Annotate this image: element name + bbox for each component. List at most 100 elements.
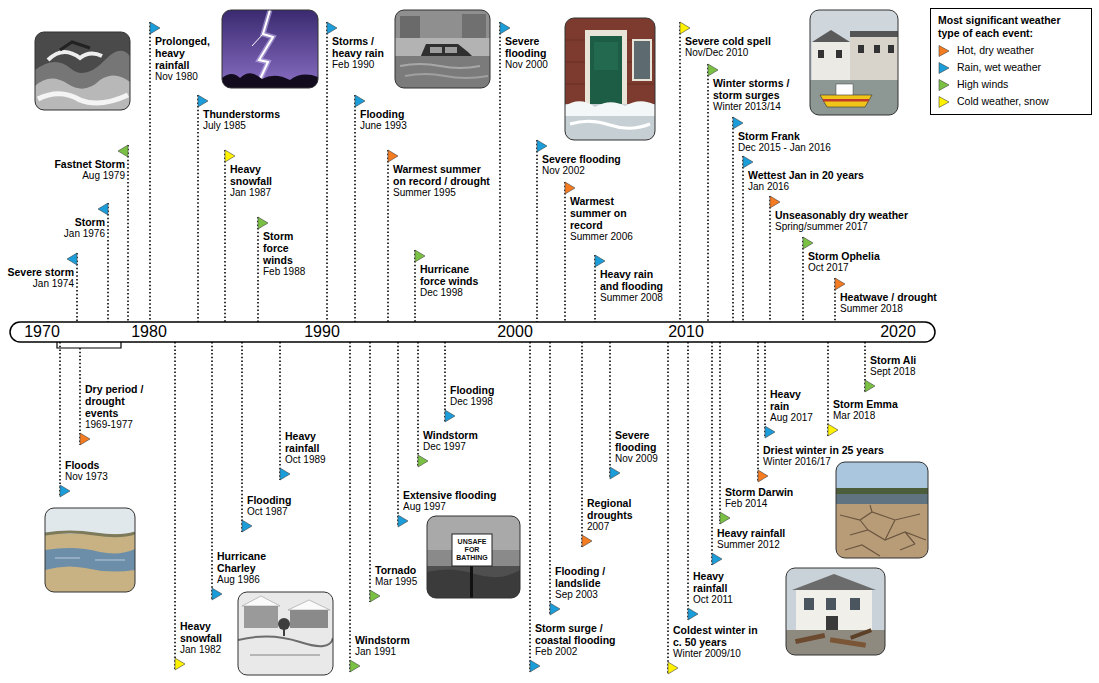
- event-date: Aug 1997: [403, 501, 496, 513]
- event-date: Oct 2017: [808, 262, 880, 274]
- event-name: Warmest summer on record: [570, 195, 635, 231]
- leader-line: [224, 150, 226, 322]
- event-flag: [758, 470, 768, 482]
- event-name: Flooding: [360, 108, 407, 120]
- event-name: Flooding: [450, 384, 494, 396]
- year-label: 2000: [497, 323, 533, 341]
- event-name: Hurricane Charley: [217, 550, 277, 574]
- photo-frame: [35, 32, 130, 110]
- leader-line: [536, 140, 538, 322]
- storm-sea-photo: [60, 42, 90, 50]
- event-label: Dry period / drought events1969-1977: [85, 383, 147, 431]
- event-label: Hurricane CharleyAug 1986: [217, 550, 277, 586]
- snow-scene-photo: [242, 596, 280, 606]
- event-date: Nov 1980: [155, 71, 217, 83]
- snow-scene-photo: [288, 600, 330, 610]
- event-flag: [388, 150, 398, 162]
- event-name: Heatwave / drought: [840, 291, 937, 303]
- event-date: Sept 2018: [870, 366, 916, 378]
- flooded-door-photo: [570, 121, 650, 128]
- event-date: Feb 2014: [725, 498, 793, 510]
- event-label: Heavy rain and floodingSummer 2008: [600, 268, 672, 304]
- legend-item: Rain, wet weather: [938, 61, 1085, 74]
- snow-scene-photo: [250, 654, 320, 656]
- event-flag: [550, 603, 560, 615]
- event-name: Regional droughts: [587, 497, 642, 521]
- warning-sign-photo: [427, 516, 520, 598]
- event-flag: [118, 145, 128, 157]
- legend-item: Cold weather, snow: [938, 95, 1085, 108]
- event-label: Warmest summer on recordSummer 2006: [570, 195, 635, 243]
- event-date: Feb 1988: [263, 266, 313, 278]
- event-date: Jan 1974: [7, 278, 74, 290]
- timeline-axis: [10, 322, 935, 342]
- event-name: Storm Frank: [738, 130, 831, 142]
- leader-line: [802, 237, 804, 322]
- drought-photo: [840, 505, 926, 556]
- event-date: Dec 1998: [420, 287, 485, 299]
- event-name: Thunderstorms: [203, 108, 280, 120]
- legend-swatch: [939, 79, 949, 90]
- event-flag: [865, 380, 875, 392]
- year-label: 2020: [880, 323, 916, 341]
- event-flag: [835, 278, 845, 290]
- event-name: Wettest Jan in 20 years: [748, 169, 864, 181]
- legend-swatch: [938, 45, 950, 57]
- flooded-field-photo: [45, 508, 135, 592]
- event-flag: [258, 217, 268, 229]
- leader-line: [326, 22, 328, 322]
- event-label: Heatwave / droughtSummer 2018: [840, 291, 937, 315]
- leader-line: [211, 342, 213, 600]
- event-date: Dec 2015 - Jan 2016: [738, 142, 831, 154]
- leader-line: [149, 22, 151, 322]
- event-date: Dec 1997: [423, 441, 478, 453]
- event-label: Severe cold spellNov/Dec 2010: [685, 35, 771, 59]
- event-name: Dry period / drought events: [85, 383, 147, 419]
- warning-sign-photo: [427, 569, 520, 598]
- event-label: Severe floodingNov 2000: [505, 35, 560, 71]
- event-name: Storm: [64, 216, 105, 228]
- event-date: Nov 1973: [65, 471, 108, 483]
- leader-line: [732, 117, 734, 322]
- leader-line: [549, 342, 551, 615]
- event-flag: [67, 253, 77, 265]
- event-label: Storm DarwinFeb 2014: [725, 486, 793, 510]
- leader-line: [79, 348, 81, 445]
- snow-scene-photo: [238, 592, 333, 675]
- event-date: Aug 1979: [54, 170, 125, 182]
- flooded-street-photo: [445, 47, 457, 53]
- event-label: WindstormJan 1991: [355, 634, 410, 658]
- event-flag: [565, 182, 575, 194]
- lightning-photo: [222, 10, 318, 88]
- event-label: FloodingOct 1987: [247, 494, 291, 518]
- snow-scene-photo: [238, 592, 333, 675]
- event-flag: [712, 553, 722, 565]
- storm-damage-photo: [795, 633, 825, 644]
- event-date: 2007: [587, 521, 642, 533]
- legend-swatch: [939, 96, 949, 107]
- event-name: Flooding / landslide: [555, 565, 615, 589]
- event-date: Spring/summer 2017: [775, 221, 908, 233]
- event-name: Warmest summer on record / drought: [393, 163, 493, 187]
- event-name: Heavy rain and flooding: [600, 268, 672, 292]
- event-date: Nov 2000: [505, 59, 560, 71]
- event-label: Wettest Jan in 20 yearsJan 2016: [748, 169, 864, 193]
- leader-line: [757, 342, 759, 482]
- drought-photo: [836, 462, 928, 558]
- event-flag: [708, 64, 718, 76]
- event-flag: [80, 433, 90, 445]
- legend-heading: Most significant weather type of each ev…: [938, 14, 1085, 40]
- event-label: Storm AliSept 2018: [870, 354, 916, 378]
- event-date: Summer 2008: [600, 292, 672, 304]
- leader-line: [241, 342, 243, 532]
- event-date: Nov 2002: [542, 165, 621, 177]
- event-label: Storm OpheliaOct 2017: [808, 250, 880, 274]
- event-label: TornadoMar 1995: [375, 564, 417, 588]
- event-label: Unseasonably dry weatherSpring/summer 20…: [775, 209, 908, 233]
- event-name: Fastnet Storm: [54, 158, 125, 170]
- event-name: Severe storm: [7, 266, 74, 278]
- event-flag: [242, 520, 252, 532]
- flooded-street-photo: [395, 10, 490, 88]
- event-flag: [280, 468, 290, 480]
- event-label: Storm force windsFeb 1988: [263, 230, 313, 278]
